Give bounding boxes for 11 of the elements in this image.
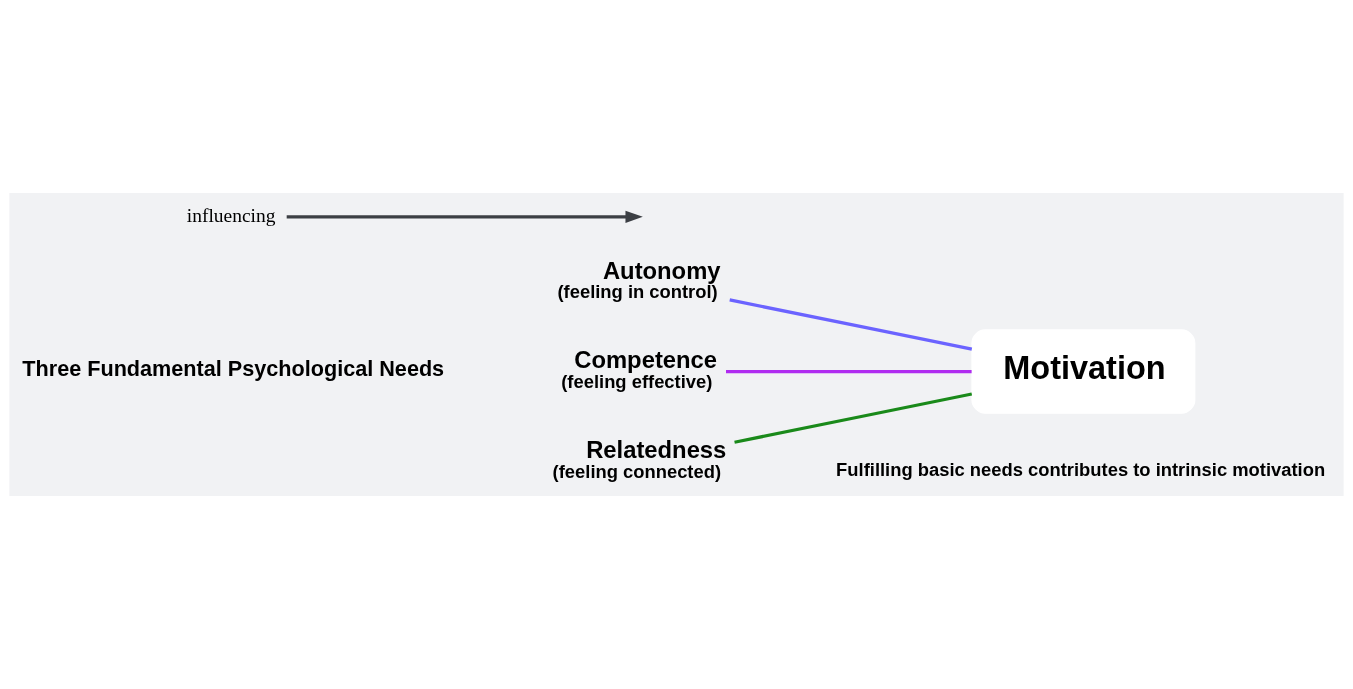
connector [729, 298, 973, 351]
node-label: Fulfilling basic needs contributes to intrinsic motivation [836, 458, 1326, 480]
node-box: Motivation [971, 329, 1196, 414]
node-text: Relatedness (feeling connected) [552, 436, 727, 482]
node-text: Competence (feeling effective) [561, 346, 718, 392]
label: Three Fundamental Psychological Needs [22, 355, 445, 381]
connector [726, 369, 972, 374]
connector [734, 392, 973, 444]
arrow [286, 210, 643, 223]
node-text: Autonomy (feeling in control) [557, 256, 721, 303]
node-text: influencing [186, 204, 276, 226]
